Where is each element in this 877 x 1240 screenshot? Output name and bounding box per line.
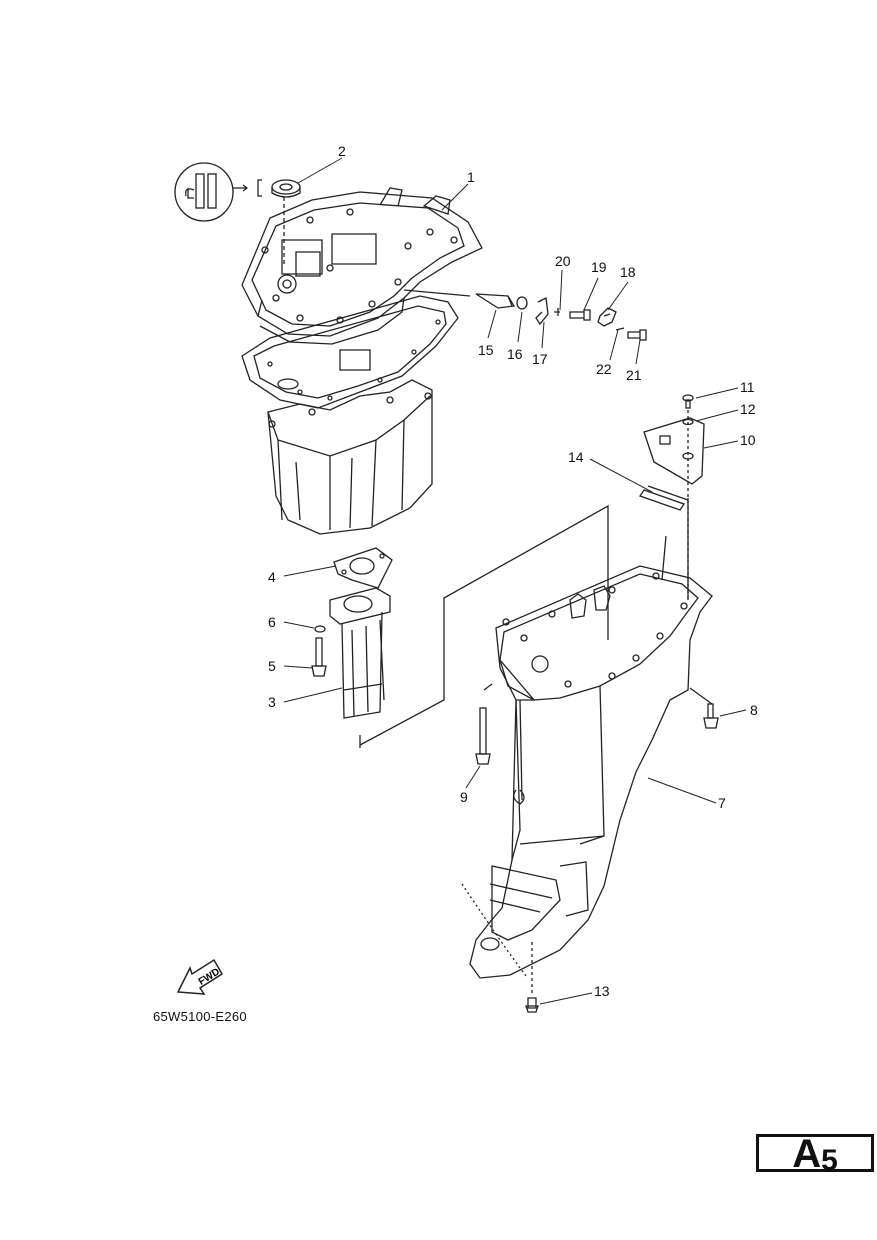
callout-17: 17 — [532, 351, 548, 367]
callout-6: 6 — [268, 614, 276, 630]
callout-21: 21 — [626, 367, 642, 383]
bolt-part-8 — [689, 687, 719, 729]
callout-12: 12 — [740, 401, 756, 417]
callout-16: 16 — [507, 346, 523, 362]
callout-20: 20 — [555, 253, 571, 269]
oil-pan — [267, 379, 433, 535]
callout-10: 10 — [740, 432, 756, 448]
plate-part-10 — [643, 417, 705, 485]
inset-detail — [174, 162, 262, 222]
callout-8: 8 — [750, 702, 758, 718]
linkage-parts-15-22 — [475, 293, 647, 341]
callout-19: 19 — [591, 259, 607, 275]
exhaust-pipe-part-3 — [329, 587, 391, 719]
gasket — [241, 295, 459, 409]
drawing-code: 65W5100-E260 — [153, 1009, 247, 1024]
callout-5: 5 — [268, 658, 276, 674]
washer-part-12 — [682, 418, 694, 426]
callout-14: 14 — [568, 449, 584, 465]
page-tag: A5 — [756, 1134, 874, 1177]
washer-part-2 — [271, 179, 301, 265]
callout-13: 13 — [594, 983, 610, 999]
clip-part-14 — [638, 485, 689, 511]
callout-7: 7 — [718, 795, 726, 811]
callout-11: 11 — [740, 379, 755, 395]
bolt-part-5 — [311, 625, 327, 677]
leader-lines — [283, 157, 747, 1005]
screw-part-11 — [682, 394, 694, 600]
callout-22: 22 — [596, 361, 612, 377]
bracket-line — [359, 504, 609, 746]
callout-15: 15 — [478, 342, 494, 358]
callout-1: 1 — [467, 169, 475, 185]
page-tag-letter: A — [792, 1132, 822, 1176]
callout-18: 18 — [620, 264, 636, 280]
upper-casing-part-7 — [469, 498, 713, 979]
bolt-part-9 — [475, 683, 493, 765]
fwd-arrow: FWD — [176, 958, 224, 995]
callout-2: 2 — [338, 143, 346, 159]
callout-9: 9 — [460, 789, 468, 805]
page-tag-number: 5 — [821, 1144, 838, 1177]
screw-part-13 — [525, 942, 539, 1013]
callout-3: 3 — [268, 694, 276, 710]
gasket-part-4 — [333, 547, 393, 589]
callout-4: 4 — [268, 569, 276, 585]
upper-mount-part-1 — [241, 187, 483, 345]
